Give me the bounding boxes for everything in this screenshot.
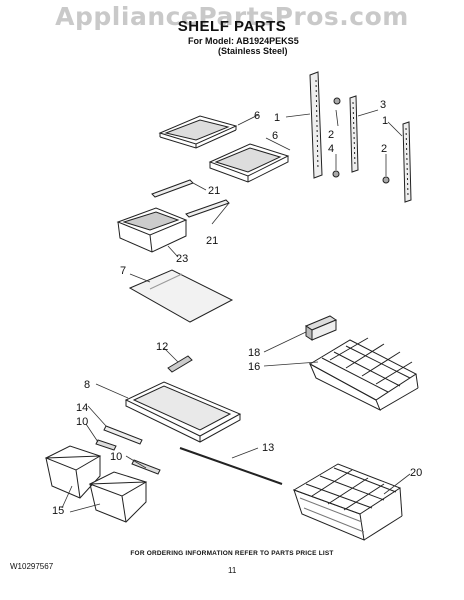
callout-label: 15 bbox=[52, 505, 64, 517]
bin-part bbox=[44, 445, 102, 499]
callout-label: 6 bbox=[272, 130, 278, 142]
callout-label: 10 bbox=[76, 416, 88, 428]
callout-label: 7 bbox=[120, 265, 126, 277]
shelf-part bbox=[208, 143, 290, 183]
shelf-ladder-part bbox=[309, 71, 412, 203]
model-line: For Model: AB1924PEKS5 bbox=[188, 36, 299, 46]
doc-number: W10297567 bbox=[10, 562, 54, 571]
callout-label: 14 bbox=[76, 402, 88, 414]
rod-part bbox=[179, 447, 283, 485]
callout-label: 16 bbox=[248, 361, 260, 373]
callout-label: 8 bbox=[84, 379, 90, 391]
glass-shelf-part bbox=[128, 269, 234, 323]
bracket-part bbox=[304, 315, 338, 341]
callout-label: 1 bbox=[274, 112, 280, 124]
callout-label: 21 bbox=[208, 185, 220, 197]
ordering-note: FOR ORDERING INFORMATION REFER TO PARTS … bbox=[130, 550, 334, 557]
clip-part bbox=[167, 355, 193, 373]
bracket-part bbox=[95, 439, 117, 451]
callout-label: 10 bbox=[110, 451, 122, 463]
callout-label: 21 bbox=[206, 235, 218, 247]
callout-label: 4 bbox=[328, 143, 334, 155]
callout-labels: 1 2 4 3 1 2 6 6 21 21 23 7 12 18 16 8 14… bbox=[52, 99, 422, 517]
callout-label: 18 bbox=[248, 347, 260, 359]
callout-label: 13 bbox=[262, 442, 274, 454]
callout-label: 2 bbox=[328, 129, 334, 141]
callout-label: 3 bbox=[380, 99, 386, 111]
drawer-part bbox=[116, 207, 188, 253]
callout-label: 12 bbox=[156, 341, 168, 353]
callout-label: 1 bbox=[382, 115, 388, 127]
page-title: SHELF PARTS bbox=[177, 18, 287, 35]
callout-label: 6 bbox=[254, 110, 260, 122]
watermark: AppliancePartsPros.com bbox=[55, 2, 409, 31]
wire-basket-part bbox=[308, 337, 419, 412]
shelf-frame-part bbox=[124, 381, 242, 443]
rail-part bbox=[151, 179, 194, 198]
page-number: 11 bbox=[228, 566, 237, 575]
rail-part bbox=[185, 199, 230, 218]
shelf-part bbox=[158, 115, 238, 149]
callout-label: 20 bbox=[410, 467, 422, 479]
callout-label: 23 bbox=[176, 253, 188, 265]
callout-label: 2 bbox=[381, 143, 387, 155]
finish-line: (Stainless Steel) bbox=[218, 46, 288, 56]
bin-part bbox=[88, 471, 148, 523]
wire-basket-part bbox=[292, 463, 403, 541]
rail-part bbox=[103, 425, 143, 445]
